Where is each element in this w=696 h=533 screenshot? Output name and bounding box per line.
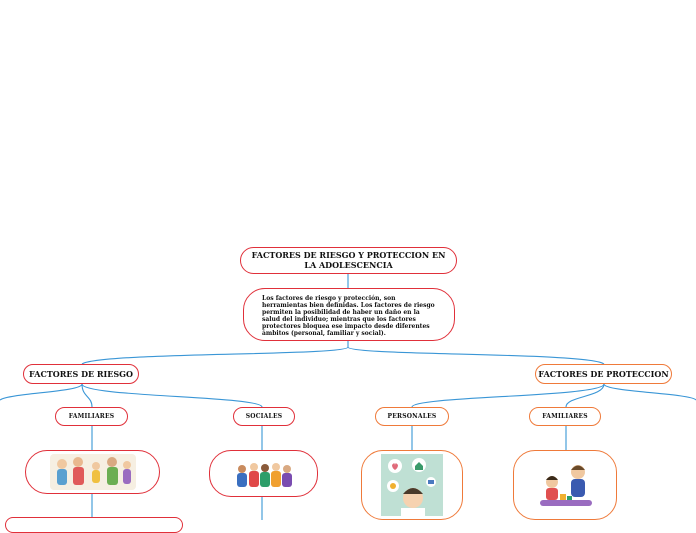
protection-familiares-label: FAMILIARES xyxy=(542,413,588,420)
map-title: FACTORES DE RIESGO Y PROTECCION EN LA AD… xyxy=(249,251,448,270)
map-title-node[interactable]: FACTORES DE RIESGO Y PROTECCION EN LA AD… xyxy=(240,247,457,274)
risk-familiares-label: FAMILIARES xyxy=(69,413,115,420)
self-care-thinking-illustration xyxy=(381,454,443,516)
protection-personales-label: PERSONALES xyxy=(388,413,437,420)
protection-personales-node[interactable]: PERSONALES xyxy=(375,407,449,426)
protection-familiares-node[interactable]: FAMILIARES xyxy=(529,407,601,426)
protection-factors-label: FACTORES DE PROTECCION xyxy=(538,369,668,379)
risk-sociales-node[interactable]: SOCIALES xyxy=(233,407,295,426)
protection-familiares-image-node[interactable] xyxy=(513,450,617,520)
risk-sociales-label: SOCIALES xyxy=(246,413,283,420)
description-text: Los factores de riesgo y protección, son… xyxy=(262,295,436,337)
risk-familiares-detail-node[interactable] xyxy=(5,517,183,533)
parent-child-play-illustration xyxy=(532,458,598,512)
protection-factors-node[interactable]: FACTORES DE PROTECCION xyxy=(535,364,672,384)
group-of-people-illustration xyxy=(234,459,294,489)
risk-familiares-image-node[interactable] xyxy=(25,450,160,494)
risk-factors-node[interactable]: FACTORES DE RIESGO xyxy=(23,364,139,384)
description-node[interactable]: Los factores de riesgo y protección, son… xyxy=(243,288,455,341)
risk-factors-label: FACTORES DE RIESGO xyxy=(29,369,133,379)
protection-personales-image-node[interactable] xyxy=(361,450,463,520)
risk-sociales-image-node[interactable] xyxy=(209,450,318,497)
family-conflict-illustration xyxy=(48,452,138,492)
risk-familiares-node[interactable]: FAMILIARES xyxy=(55,407,128,426)
